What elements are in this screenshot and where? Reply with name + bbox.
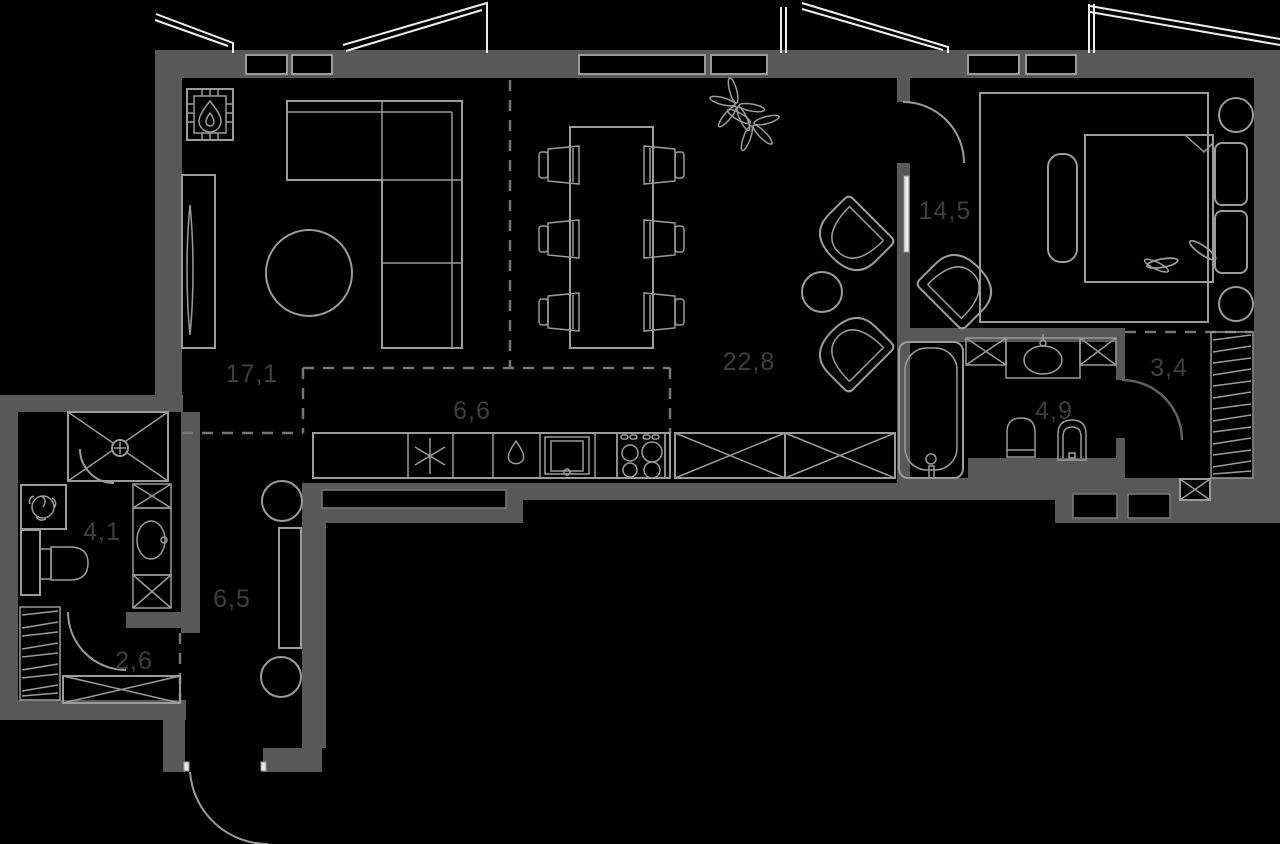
storage-x-icon — [965, 337, 1117, 366]
wall-niche — [1072, 493, 1118, 519]
room-label-living-dining: 22,8 — [723, 348, 776, 376]
sink-drop-icon — [507, 439, 525, 465]
toilet-icon — [39, 546, 89, 581]
bedroom-bench — [1047, 153, 1078, 263]
window-icon — [291, 54, 333, 75]
fireplace-icon — [186, 88, 234, 141]
shower-room: 4,1 — [20, 411, 172, 609]
room-label-shower-room: 4,1 — [83, 518, 121, 546]
room-label-kitchen: 6,6 — [453, 397, 491, 425]
plant-icon — [708, 76, 781, 153]
wardrobe-room: 3,4 — [1150, 331, 1254, 501]
wall-layer — [0, 50, 1280, 772]
wardrobe-door-arc — [1121, 378, 1184, 441]
oven-icon — [544, 436, 590, 476]
wardrobe-hatch-icon — [19, 606, 61, 701]
storage-x-icon — [132, 483, 172, 609]
shower-door-arc — [79, 448, 115, 484]
room-label-bedroom: 14,5 — [919, 197, 972, 225]
bathroom: 4,9 — [898, 334, 1117, 479]
bathtub-icon — [898, 341, 964, 479]
coffee-table — [265, 229, 353, 317]
console-cabinet — [278, 527, 302, 649]
room-label-entry-hall: 2,6 — [115, 647, 153, 675]
side-table — [801, 271, 843, 313]
pillow — [1214, 210, 1248, 274]
living-room: 17,1 — [181, 88, 463, 388]
entry-hall: 2,6 — [19, 606, 181, 704]
kitchen-counter — [312, 432, 671, 479]
bathroom2-door-arc — [67, 611, 127, 671]
entry-door-arc — [189, 771, 268, 844]
bedroom-rug — [979, 92, 1209, 323]
window-icon — [1025, 54, 1077, 75]
bedroom-door-arc — [902, 101, 965, 164]
armchair — [808, 193, 897, 395]
room-label-living: 17,1 — [226, 360, 279, 388]
wardrobe-hatch-icon — [1210, 331, 1254, 479]
storage-x-icon — [62, 675, 181, 704]
window-icon — [578, 54, 706, 75]
bidet-icon — [1006, 417, 1036, 458]
hob-icon — [616, 432, 666, 479]
door-jamb — [183, 761, 190, 772]
nightstand — [1218, 286, 1254, 322]
open-window-sash-icon — [154, 1, 1280, 53]
sliding-door-panel — [903, 175, 910, 253]
window-icon — [245, 54, 288, 75]
cabinet — [20, 529, 41, 596]
window-icon — [967, 54, 1020, 75]
door-jamb — [260, 761, 267, 772]
wall-niche — [1127, 493, 1171, 519]
dining-area: 22,8 — [538, 76, 897, 395]
basin-icon — [1005, 334, 1081, 379]
room-label-wardrobe: 3,4 — [1150, 354, 1188, 382]
dining-chair — [538, 145, 685, 332]
zone-boundaries — [178, 80, 1253, 700]
toilet-icon — [1057, 419, 1087, 461]
dishwasher-asterisk-icon — [414, 438, 446, 474]
bedroom: 14,5 — [914, 92, 1254, 332]
window-layer — [154, 1, 1280, 75]
kitchen: 6,6 — [312, 397, 896, 479]
room-label-corridor: 6,5 — [213, 585, 251, 613]
pillow — [1214, 142, 1248, 206]
wall-niche — [321, 489, 507, 509]
room-label-bathroom: 4,9 — [1035, 397, 1073, 425]
nightstand — [1218, 97, 1254, 133]
washing-machine-icon — [20, 484, 67, 530]
leaf-decor-icon — [1142, 237, 1219, 276]
pouf — [260, 656, 302, 698]
door-layer — [67, 101, 1184, 844]
bed — [1084, 134, 1248, 283]
sofa — [286, 100, 463, 349]
shower-icon — [67, 411, 169, 482]
dining-table — [569, 126, 654, 349]
storage-x-icon — [1179, 478, 1211, 501]
basin-icon — [132, 507, 172, 576]
window-icon — [710, 54, 768, 75]
mirror-cabinet — [181, 174, 216, 349]
storage-x-icon — [674, 432, 896, 479]
corridor: 6,5 — [213, 480, 303, 698]
pouf — [261, 480, 303, 522]
bedroom-armchair — [914, 243, 1003, 332]
